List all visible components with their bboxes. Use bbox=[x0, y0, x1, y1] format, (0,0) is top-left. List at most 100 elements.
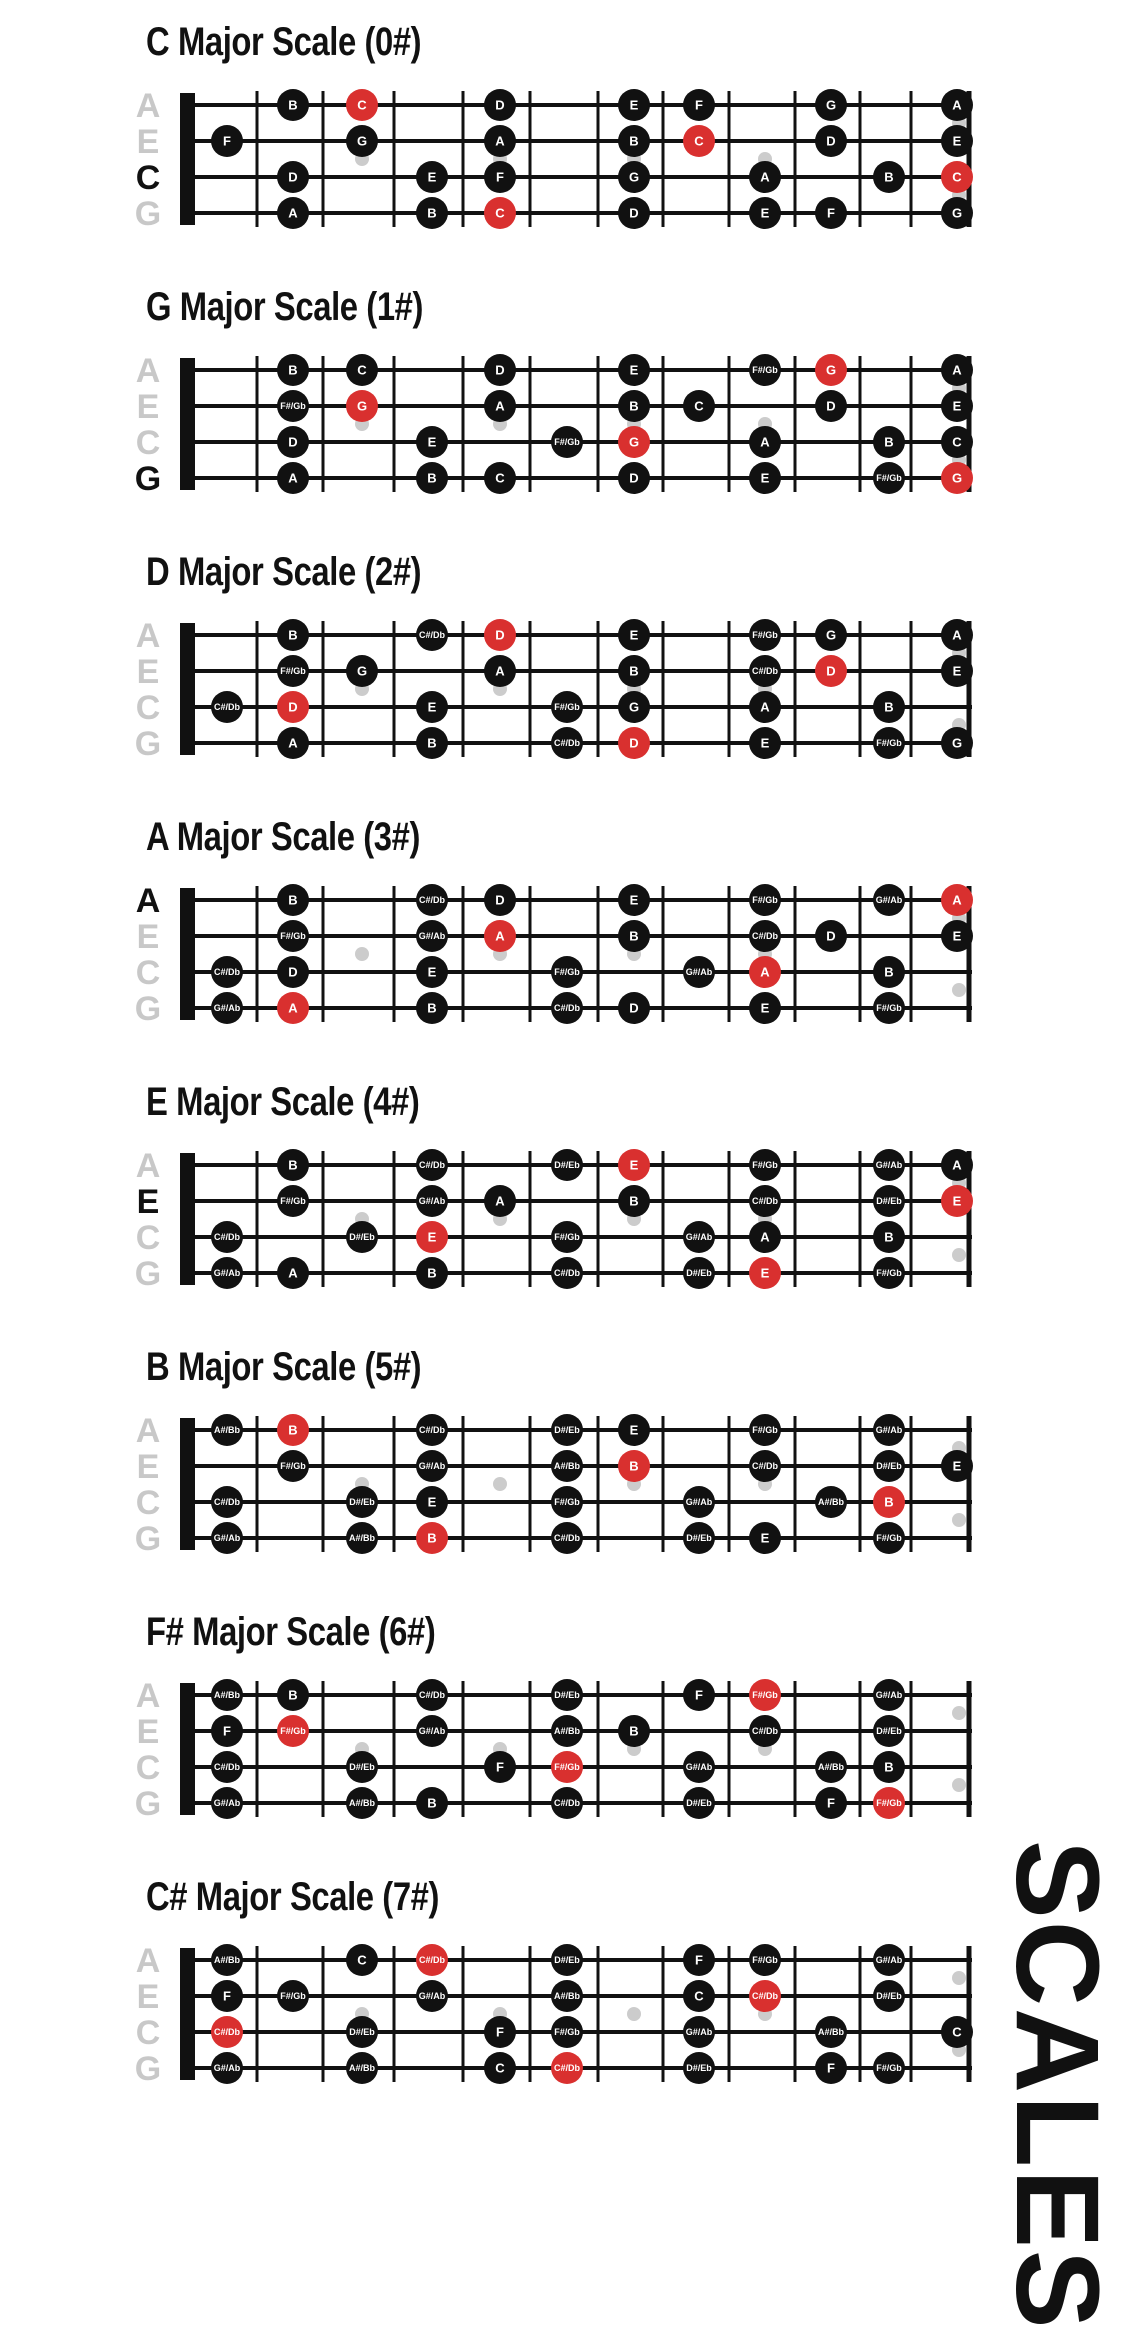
note-marker: A#/Bb bbox=[211, 1414, 243, 1446]
note-marker: F#/Gb bbox=[551, 956, 583, 988]
note-marker: D bbox=[815, 125, 847, 157]
note-label: C bbox=[952, 435, 962, 450]
note-marker: A bbox=[749, 426, 781, 458]
note-marker: G#/Ab bbox=[211, 1787, 243, 1819]
note-label: F#/Gb bbox=[752, 365, 778, 375]
note-label: F#/Gb bbox=[554, 702, 580, 712]
string-label-e: E bbox=[137, 1448, 160, 1486]
note-label: B bbox=[629, 1724, 638, 1739]
note-label: E bbox=[428, 700, 437, 715]
note-marker: A#/Bb bbox=[211, 1944, 243, 1976]
note-marker: G bbox=[346, 655, 378, 687]
note-marker: F#/Gb bbox=[749, 884, 781, 916]
note-label: E bbox=[428, 435, 437, 450]
note-label: C#/Db bbox=[214, 702, 241, 712]
string-label-a: A bbox=[136, 87, 161, 125]
root-note-marker: E bbox=[416, 1221, 448, 1253]
note-marker: C#/Db bbox=[416, 619, 448, 651]
note-label: F#/Gb bbox=[280, 931, 306, 941]
note-label: D#/Eb bbox=[349, 1232, 375, 1242]
note-marker: F bbox=[815, 197, 847, 229]
note-label: E bbox=[630, 893, 639, 908]
nut bbox=[180, 623, 195, 755]
string-label-g: G bbox=[135, 725, 161, 763]
note-label: D bbox=[826, 929, 835, 944]
note-marker: G#/Ab bbox=[416, 1715, 448, 1747]
note-label: B bbox=[629, 1194, 638, 1209]
note-label: B bbox=[884, 170, 893, 185]
note-label: G#/Ab bbox=[686, 1497, 713, 1507]
note-label: C bbox=[357, 1953, 367, 1968]
note-label: B bbox=[288, 1423, 297, 1438]
note-marker: C#/Db bbox=[211, 1486, 243, 1518]
note-label: F#/Gb bbox=[554, 1497, 580, 1507]
note-marker: F bbox=[211, 125, 243, 157]
note-label: E bbox=[428, 1495, 437, 1510]
note-label: A#/Bb bbox=[818, 1762, 845, 1772]
note-label: G bbox=[357, 399, 367, 414]
string-label-c: C bbox=[136, 159, 161, 197]
root-note-marker: D bbox=[618, 727, 650, 759]
note-marker: B bbox=[277, 89, 309, 121]
note-label: E bbox=[630, 363, 639, 378]
string-label-c: C bbox=[136, 1484, 161, 1522]
note-marker: D#/Eb bbox=[683, 2052, 715, 2084]
note-label: F bbox=[827, 206, 835, 221]
note-label: F#/Gb bbox=[554, 1232, 580, 1242]
note-marker: C#/Db bbox=[211, 1221, 243, 1253]
note-label: C#/Db bbox=[752, 1461, 779, 1471]
note-marker: A bbox=[941, 354, 973, 386]
note-marker: D#/Eb bbox=[551, 1679, 583, 1711]
root-note-marker: E bbox=[618, 1149, 650, 1181]
root-note-marker: C bbox=[346, 89, 378, 121]
note-marker: B bbox=[618, 1185, 650, 1217]
string-label-g: G bbox=[135, 1255, 161, 1293]
note-marker: E bbox=[416, 161, 448, 193]
note-marker: F#/Gb bbox=[551, 1221, 583, 1253]
string-label-a: A bbox=[136, 1677, 161, 1715]
note-label: A bbox=[288, 1266, 298, 1281]
note-marker: D#/Eb bbox=[873, 1715, 905, 1747]
note-marker: C bbox=[683, 1980, 715, 2012]
note-label: G#/Ab bbox=[686, 1762, 713, 1772]
note-label: A#/Bb bbox=[818, 1497, 845, 1507]
note-marker: G#/Ab bbox=[683, 2016, 715, 2048]
note-label: G#/Ab bbox=[686, 967, 713, 977]
note-marker: F bbox=[815, 1787, 847, 1819]
note-label: E bbox=[761, 1266, 770, 1281]
note-label: C bbox=[495, 206, 505, 221]
note-marker: F#/Gb bbox=[749, 1944, 781, 1976]
note-label: E bbox=[761, 471, 770, 486]
note-label: C bbox=[495, 2061, 505, 2076]
root-note-marker: C bbox=[941, 161, 973, 193]
note-marker: G bbox=[815, 89, 847, 121]
note-label: C bbox=[694, 1989, 704, 2004]
string-label-g: G bbox=[135, 2050, 161, 2088]
note-label: G bbox=[629, 435, 639, 450]
note-label: A bbox=[952, 98, 962, 113]
string-label-e: E bbox=[137, 918, 160, 956]
root-note-marker: C#/Db bbox=[551, 2052, 583, 2084]
note-label: G#/Ab bbox=[419, 1991, 446, 2001]
note-marker: B bbox=[416, 1787, 448, 1819]
note-marker: C bbox=[346, 1944, 378, 1976]
note-marker: C#/Db bbox=[749, 920, 781, 952]
note-label: A bbox=[495, 134, 505, 149]
note-marker: B bbox=[416, 727, 448, 759]
note-label: C#/Db bbox=[752, 666, 779, 676]
fret-marker-dot bbox=[493, 1477, 507, 1491]
note-label: A#/Bb bbox=[349, 2063, 376, 2073]
note-marker: C#/Db bbox=[551, 727, 583, 759]
note-label: F bbox=[695, 98, 703, 113]
string-label-e: E bbox=[137, 1183, 160, 1221]
note-label: A#/Bb bbox=[214, 1690, 241, 1700]
note-label: G#/Ab bbox=[419, 1461, 446, 1471]
note-marker: D#/Eb bbox=[551, 1149, 583, 1181]
note-marker: G bbox=[941, 727, 973, 759]
string-label-a: A bbox=[136, 1412, 161, 1450]
note-marker: F#/Gb bbox=[277, 1450, 309, 1482]
fret-marker-dot bbox=[952, 1513, 966, 1527]
